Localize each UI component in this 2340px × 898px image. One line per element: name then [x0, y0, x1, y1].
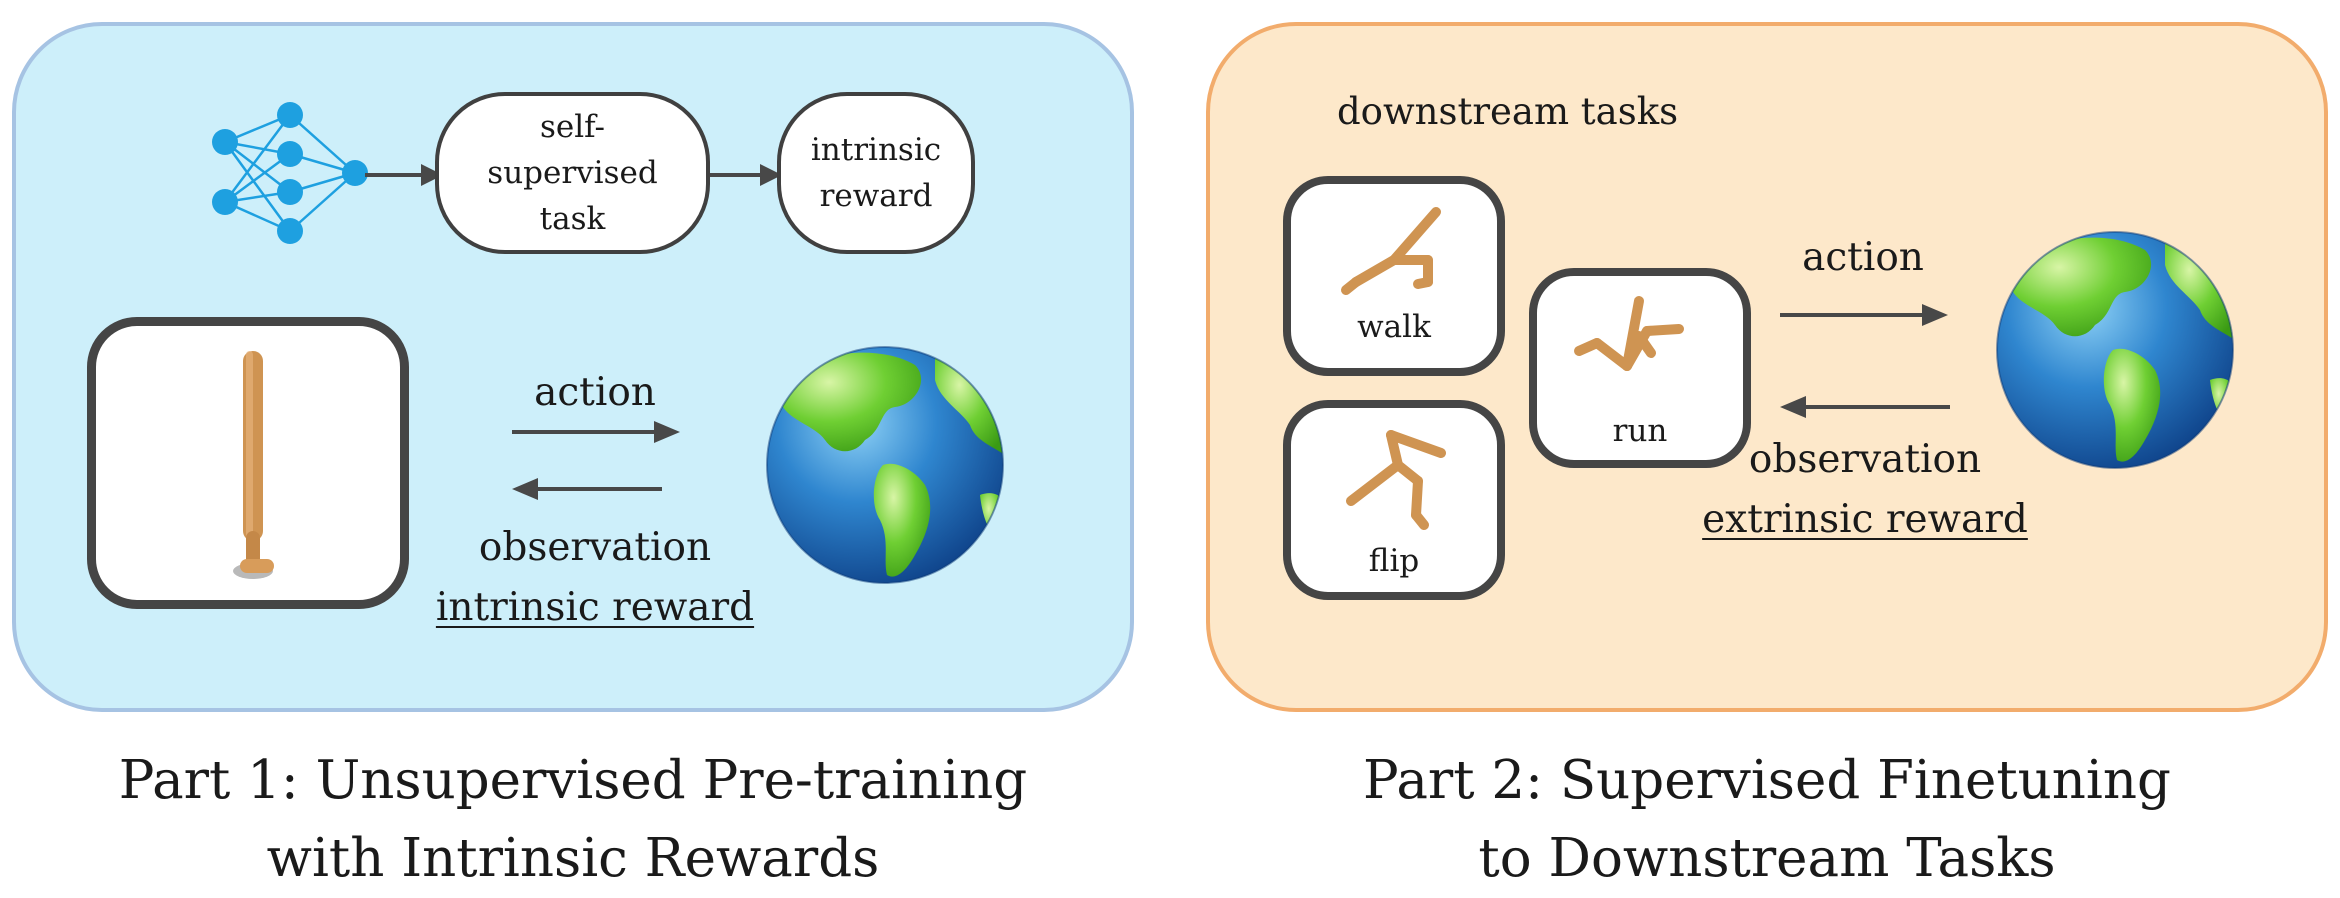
arrow-task-to-reward	[710, 164, 782, 186]
pretrain-agent-card	[87, 317, 409, 609]
run-task-card: run	[1529, 268, 1751, 468]
self-supervised-task-label: self-supervised task	[487, 109, 658, 237]
pretrain-action-arrow	[512, 421, 680, 443]
earth-globe-icon	[766, 346, 1004, 584]
walker-flip-icon	[1346, 430, 1446, 530]
finetune-action-arrow	[1780, 304, 1948, 326]
arrow-network-to-task	[365, 164, 443, 186]
flip-label: flip	[1368, 543, 1420, 579]
stick-agent-icon	[233, 351, 274, 579]
part1-caption-line1: Part 1: Unsupervised Pre-training	[118, 750, 1028, 811]
part2-caption-line1: Part 2: Supervised Finetuning	[1363, 750, 2171, 811]
walker-run-icon	[1574, 296, 1684, 371]
intrinsic-reward-node-label: intrinsic reward	[810, 132, 942, 214]
finetune-extrinsic-reward-label: extrinsic reward	[1702, 497, 2028, 542]
run-label: run	[1612, 413, 1668, 449]
earth-globe-icon	[1996, 231, 2234, 469]
pretrain-observation-arrow	[512, 478, 662, 500]
intrinsic-reward-node: intrinsic reward	[777, 92, 975, 254]
pretrain-intrinsic-reward-label: intrinsic reward	[435, 585, 755, 630]
part2-caption: Part 2: Supervised Finetuning to Downstr…	[1206, 742, 2328, 898]
walk-task-card: walk	[1283, 176, 1505, 376]
pretrain-action-label: action	[534, 370, 656, 415]
pretrain-observation-label: observation	[478, 525, 712, 570]
part1-caption-line2: with Intrinsic Rewards	[266, 828, 880, 889]
part1-caption: Part 1: Unsupervised Pre-training with I…	[12, 742, 1134, 898]
flip-task-card: flip	[1283, 400, 1505, 600]
part2-caption-line2: to Downstream Tasks	[1478, 828, 2056, 889]
downstream-tasks-label: downstream tasks	[1337, 90, 1679, 133]
neural-network-icon	[212, 102, 368, 244]
finetune-observation-label: observation	[1748, 437, 1982, 482]
walk-label: walk	[1357, 309, 1431, 345]
finetune-action-label: action	[1802, 235, 1924, 280]
self-supervised-task-node: self-supervised task	[435, 92, 710, 254]
walker-walk-icon	[1341, 207, 1441, 295]
finetune-observation-arrow	[1780, 396, 1950, 418]
